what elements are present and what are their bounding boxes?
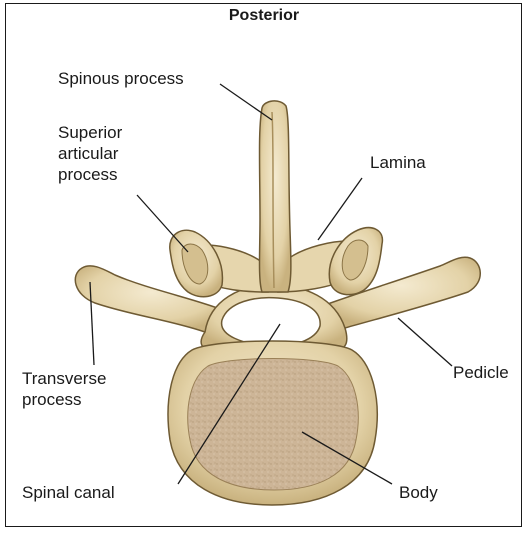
label-transverse-process-line: process [22, 389, 106, 410]
label-superior-line: Superior [58, 122, 122, 143]
label-spinal-canal: Spinal canal [22, 482, 115, 503]
label-articular-line: articular [58, 143, 122, 164]
label-process-line: process [58, 164, 122, 185]
leader-spinous-process [220, 84, 272, 120]
label-transverse-process: Transverse process [22, 368, 106, 410]
diagram-title: Posterior [0, 7, 528, 25]
label-pedicle: Pedicle [453, 362, 509, 383]
label-lamina: Lamina [370, 152, 426, 173]
leader-pedicle [398, 318, 452, 366]
label-spinous-process: Spinous process [58, 68, 184, 89]
vertebral-body-surface [188, 359, 359, 491]
leader-superior-articular [137, 195, 188, 252]
label-transverse-line: Transverse [22, 368, 106, 389]
label-superior-articular-process: Superior articular process [58, 122, 122, 185]
label-body: Body [399, 482, 438, 503]
spinous-process [260, 101, 291, 292]
